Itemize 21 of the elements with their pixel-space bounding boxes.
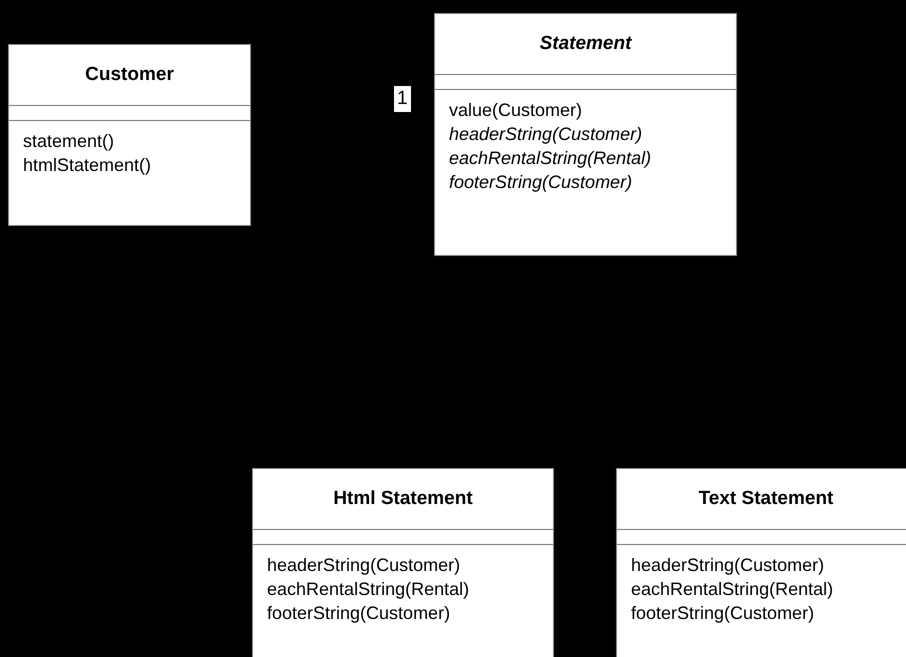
method-name: statement() <box>23 130 114 153</box>
method-name: headerString(Customer) <box>631 554 824 577</box>
class-name: Text Statement <box>698 488 834 509</box>
class-name: Statement <box>540 33 632 54</box>
class-box <box>8 44 251 226</box>
class-name: Customer <box>85 64 174 85</box>
method-name: footerString(Customer) <box>449 171 632 194</box>
method-name: eachRentalString(Rental) <box>631 578 834 601</box>
class-name: Html Statement <box>333 488 473 509</box>
method-name: value(Customer) <box>449 99 582 122</box>
method-name: eachRentalString(Rental) <box>267 578 470 601</box>
method-name: headerString(Customer) <box>267 554 460 577</box>
method-name: eachRentalString(Rental) <box>449 147 652 170</box>
method-name: headerString(Customer) <box>449 123 642 146</box>
class-box <box>252 468 554 657</box>
class-box <box>434 13 737 256</box>
method-name: footerString(Customer) <box>267 602 450 625</box>
class-box <box>616 468 906 657</box>
method-name: footerString(Customer) <box>631 602 814 625</box>
method-name: htmlStatement() <box>23 154 152 177</box>
multiplicity-label: 1 <box>394 86 411 112</box>
